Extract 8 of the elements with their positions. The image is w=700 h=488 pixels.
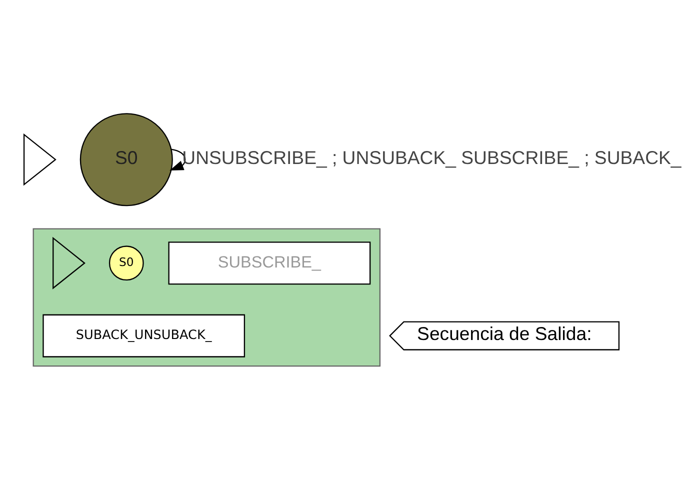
node-box: SUBSCRIBE_ (168, 241, 371, 284)
node-triangle (23, 132, 56, 186)
node-triangle (52, 236, 86, 289)
node-circle: S0 (80, 112, 173, 206)
node-box: SUBACK_UNSUBACK_ (42, 314, 246, 357)
node-circle: S0 (108, 245, 144, 280)
cluster (32, 228, 381, 366)
edge-label: UNSUBSCRIBE_ ; UNSUBACK_ SUBSCRIBE_ ; SUBACK_ (182, 146, 682, 168)
